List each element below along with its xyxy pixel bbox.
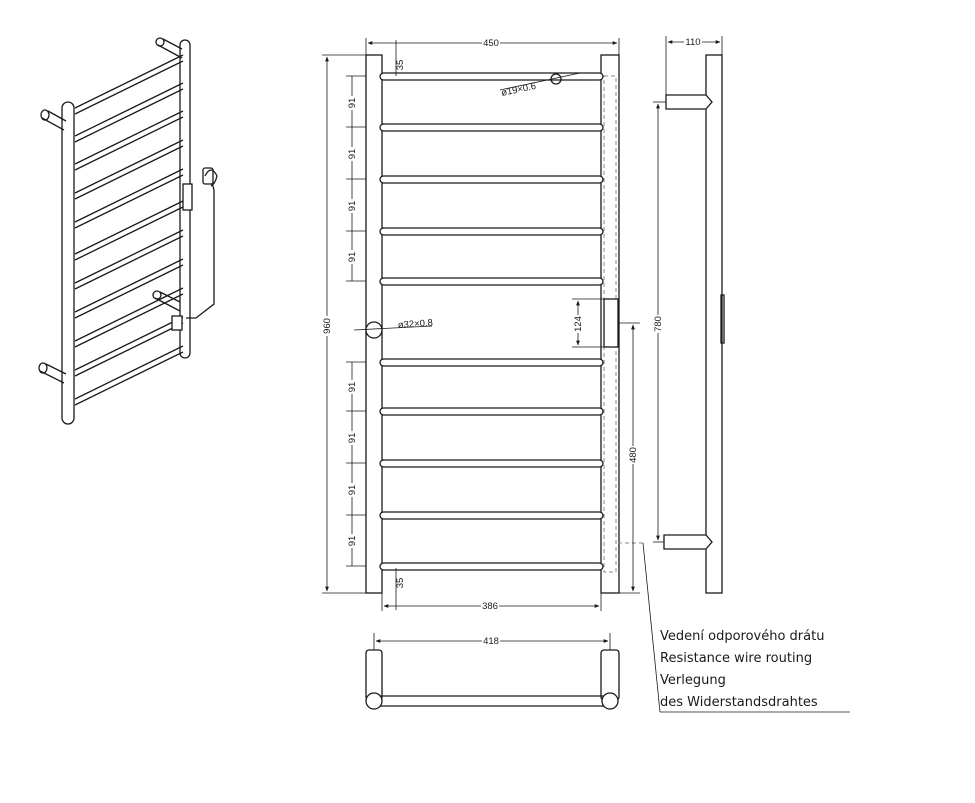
note-line-de-1: Verlegung — [660, 673, 726, 688]
note-line-cz: Vedení odporového drátu — [660, 629, 824, 644]
side-view: 110 780 — [652, 36, 725, 594]
pitch-dims: 91 91 91 91 91 91 91 91 — [346, 96, 358, 548]
isometric-view — [38, 37, 218, 425]
dim-pitch-2: 91 — [347, 149, 358, 160]
dim-pitch-7: 91 — [347, 485, 358, 496]
dim-box-height: 124 — [573, 316, 584, 332]
dim-pitch-6: 91 — [347, 433, 358, 444]
dim-bottom-margin: 35 — [395, 578, 406, 589]
dim-top-margin: 35 — [395, 60, 406, 71]
note-line-de-2: des Widerstandsdrahtes — [660, 695, 818, 710]
dim-overall-height: 960 — [322, 318, 333, 334]
dim-mount-spacing: 780 — [653, 316, 664, 332]
dim-pitch-1: 91 — [347, 98, 358, 109]
wire-routing-note: Vedení odporového drátu Resistance wire … — [642, 542, 850, 713]
dim-pitch-4: 91 — [347, 252, 358, 263]
front-bars — [379, 72, 604, 571]
dim-large-tube: ø32×0.8 — [397, 318, 433, 331]
dim-pitch-8: 91 — [347, 536, 358, 547]
dim-small-tube: ø19×0.6 — [500, 81, 537, 99]
dim-inner-width: 386 — [482, 601, 498, 612]
dim-pitch-3: 91 — [347, 201, 358, 212]
front-view: 450 960 35 35 91 91 91 — [321, 37, 643, 612]
dim-depth: 110 — [685, 37, 700, 48]
dim-overall-width: 450 — [483, 38, 499, 49]
dim-pitch-5: 91 — [347, 382, 358, 393]
dim-wire-height: 480 — [628, 447, 639, 463]
dim-bottom-view-width: 418 — [483, 636, 499, 647]
bottom-view: 418 — [365, 633, 620, 710]
note-line-en: Resistance wire routing — [660, 651, 812, 666]
